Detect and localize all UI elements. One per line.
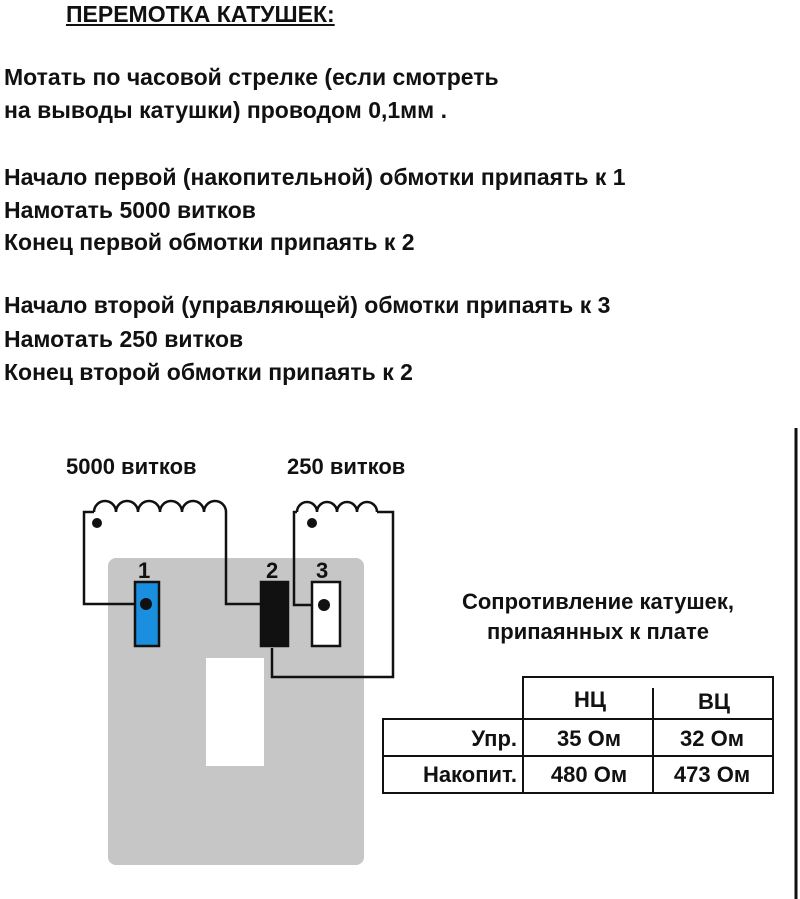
table-row-upr-nc: 35 Ом (557, 726, 621, 751)
table-row-nakop-label: Накопит. (423, 762, 517, 787)
resistance-caption-line-2: припаянных к плате (487, 619, 709, 644)
first-coil-winding (92, 499, 228, 513)
table-row-upr-label: Упр. (471, 726, 517, 751)
page-title: ПЕРЕМОТКА КАТУШЕК: (66, 1, 335, 27)
second-winding-turns: Намотать 250 витков (4, 326, 244, 352)
table-row-nakop-vc: 473 Ом (674, 762, 750, 787)
pin-label-2: 2 (266, 558, 278, 583)
intro-line-1: Мотать по часовой стрелке (если смотреть (4, 64, 499, 90)
table-header-vc: ВЦ (698, 689, 730, 714)
second-coil-start-dot (307, 518, 317, 528)
pin-1-solder-dot (140, 598, 152, 610)
coil-label-250: 250 витков (287, 454, 405, 479)
wire-first-coil-to-pin2 (224, 512, 262, 606)
table-row-nakop-nc: 480 Ом (551, 762, 627, 787)
first-winding-turns: Намотать 5000 витков (4, 197, 256, 223)
second-winding-end: Конец второй обмотки припаять к 2 (4, 359, 413, 385)
table-header-nc: НЦ (574, 687, 606, 712)
resistance-caption-line-1: Сопротивление катушек, (462, 589, 734, 614)
first-coil-start-dot (92, 518, 102, 528)
first-winding-start: Начало первой (накопительной) обмотки пр… (4, 164, 626, 190)
second-winding-start: Начало второй (управляющей) обмотки прип… (4, 292, 611, 318)
second-coil-winding (295, 500, 379, 513)
table-header-border (522, 676, 774, 719)
coil-label-5000: 5000 витков (66, 454, 197, 479)
table-row-upr-vc: 32 Ом (680, 726, 744, 751)
pin-3 (310, 580, 342, 648)
pin-label-1: 1 (138, 558, 150, 583)
board-window (206, 658, 264, 766)
pin-3-solder-dot (318, 599, 330, 611)
wire-second-coil-to-pin2 (270, 510, 395, 679)
intro-line-2: на выводы катушки) проводом 0,1мм . (4, 97, 447, 123)
pin-label-3: 3 (316, 558, 328, 583)
pin-1 (133, 580, 161, 648)
wire-first-coil-to-pin1 (82, 510, 137, 606)
wire-second-coil-to-pin3 (292, 510, 322, 607)
first-winding-end: Конец первой обмотки припаять к 2 (4, 229, 415, 255)
pin-2 (259, 580, 290, 648)
resistance-table (382, 676, 774, 794)
